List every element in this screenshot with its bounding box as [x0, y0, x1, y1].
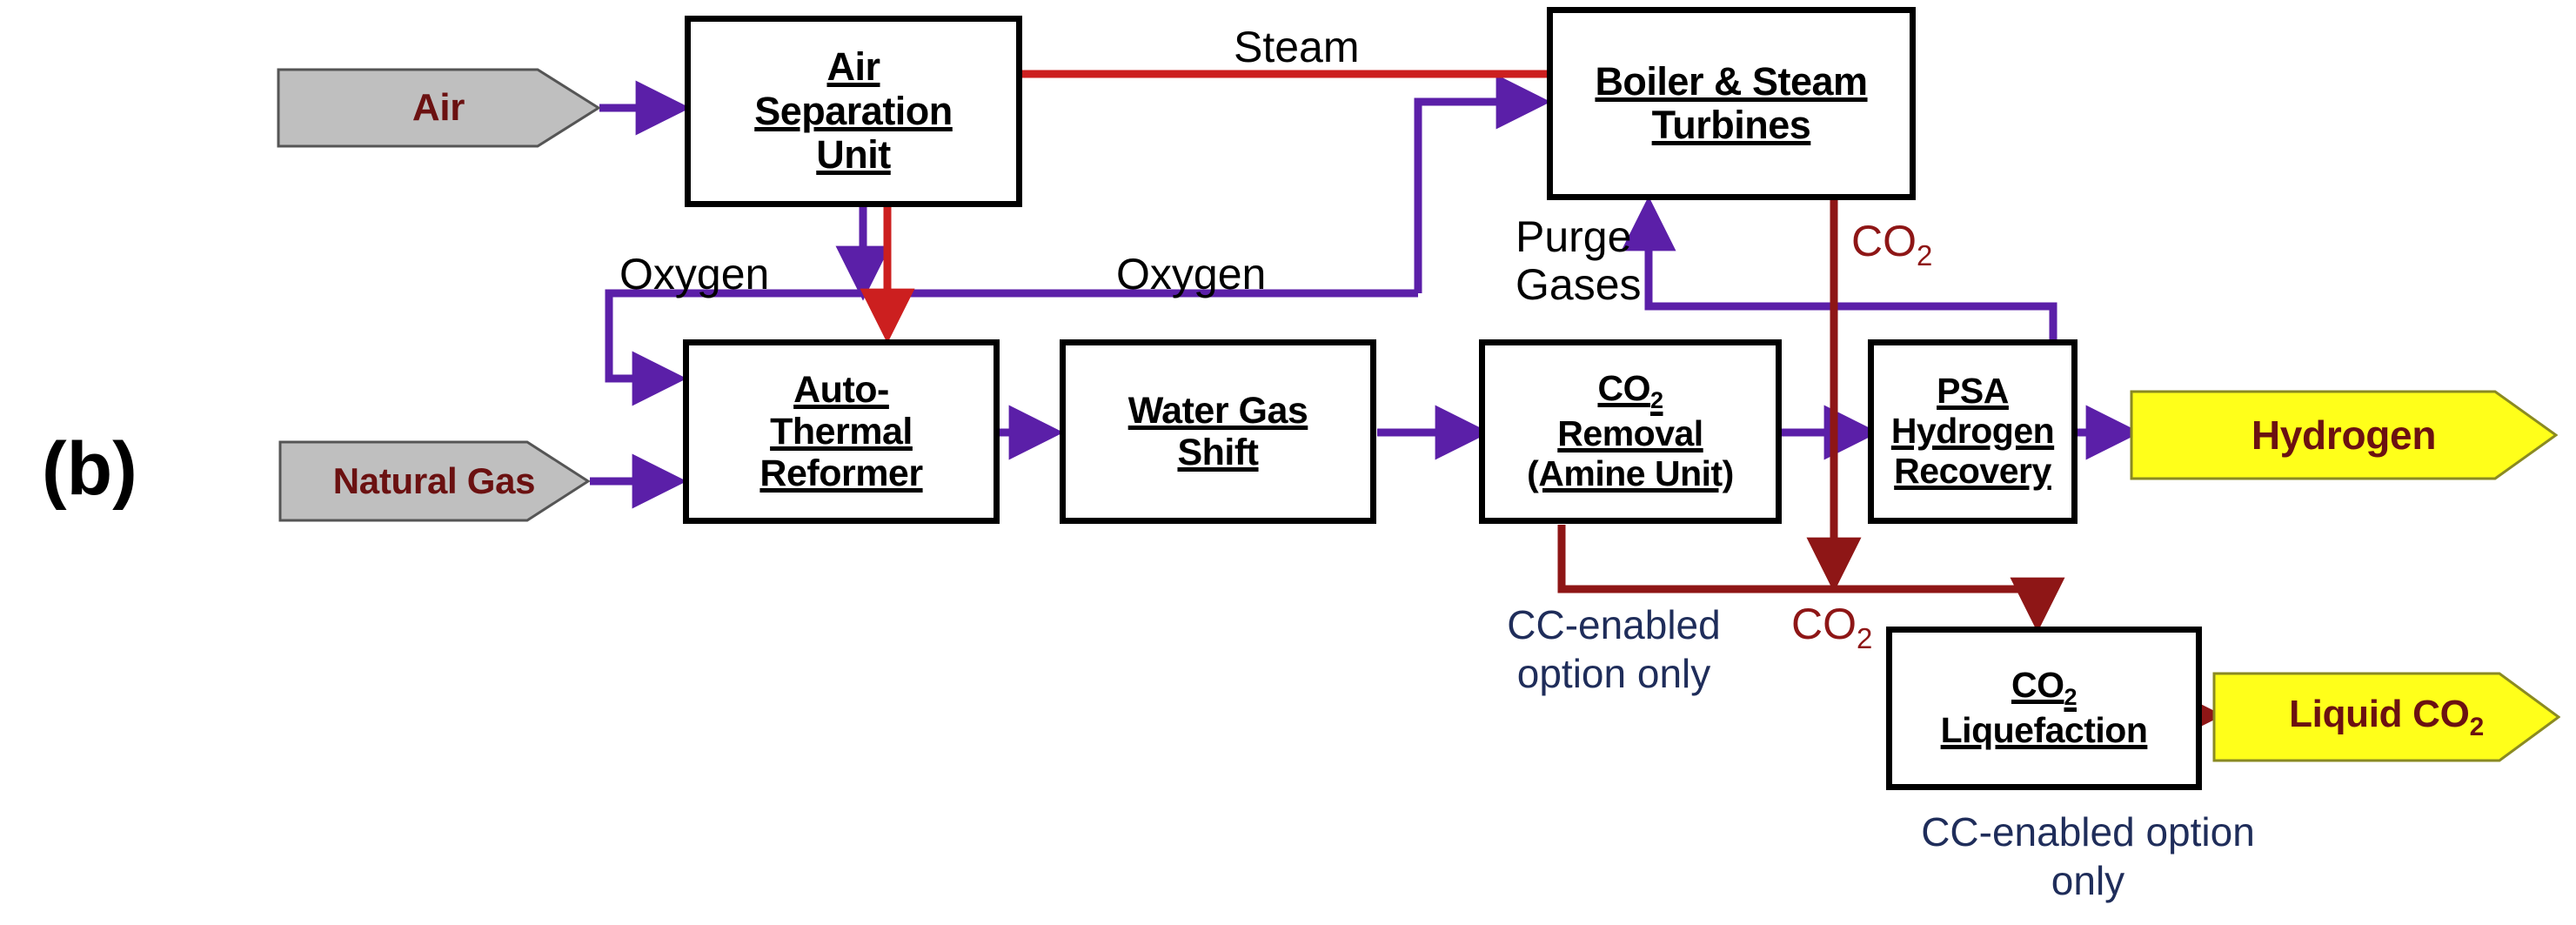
natural-gas-feed-label: Natural Gas	[332, 460, 536, 501]
psa-line-3: Recovery	[1894, 450, 2051, 491]
asu-line-3: Unit	[816, 132, 891, 178]
psa-line-2: Hydrogen	[1890, 411, 2055, 452]
stream-label-co2-boiler: CO2	[1851, 218, 1932, 271]
stream-label-steam: Steam	[1234, 23, 1360, 71]
pentagon-shape	[277, 68, 600, 148]
stream-label-co2-junction: CO2	[1791, 600, 1872, 654]
amine-label: CO2 Removal (Amine Unit)	[1527, 368, 1734, 493]
natural-gas-feed-pentagon: Natural Gas	[278, 440, 590, 522]
purge-line-1: Purge	[1515, 212, 1632, 261]
liquid-co2-product-label: Liquid CO2	[2289, 693, 2484, 742]
boiler-label: Boiler & Steam Turbines	[1595, 58, 1868, 148]
wgs-line-2: Shift	[1177, 432, 1259, 473]
note-cc-enabled-amine: CC-enabled option only	[1470, 600, 1757, 698]
psa-line-1: PSA	[1937, 371, 2009, 412]
note-liq-line-2: only	[2051, 858, 2125, 904]
liq-co2-subscript: 2	[2064, 684, 2078, 711]
stream-label-oxygen-left: Oxygen	[619, 250, 770, 298]
boiler-line-2: Turbines	[1651, 103, 1811, 147]
co2-junction-text: CO	[1791, 600, 1857, 648]
co2-boiler-subscript: 2	[1917, 239, 1933, 271]
atr-line-1: Auto-	[793, 368, 889, 411]
liquefaction-label: CO2 Liquefaction	[1940, 665, 2148, 750]
wgs-line-1: Water Gas	[1127, 389, 1308, 432]
asu-line-1: Air	[826, 44, 880, 90]
atr-line-2: Thermal	[770, 410, 913, 452]
purge-line-2: Gases	[1515, 260, 1642, 309]
hydrogen-product-label: Hydrogen	[2251, 412, 2437, 458]
amine-co2-subscript: 2	[1649, 387, 1663, 414]
liquid-co2-subscript: 2	[2469, 712, 2485, 741]
stream-label-oxygen-right: Oxygen	[1116, 250, 1267, 298]
co2-boiler-text: CO	[1851, 217, 1917, 265]
stream-label-purge-gases: Purge Gases	[1515, 213, 1642, 309]
liq-co2-text: CO	[2011, 665, 2064, 706]
boiler-line-1: Boiler & Steam	[1595, 58, 1868, 104]
node-air-separation-unit[interactable]: Air Separation Unit	[685, 16, 1022, 207]
node-co2-liquefaction[interactable]: CO2 Liquefaction	[1886, 627, 2202, 790]
panel-letter: (b)	[42, 427, 137, 511]
note-liq-line-1: CC-enabled option	[1921, 809, 2255, 855]
liquid-co2-product-pentagon: Liquid CO2	[2212, 672, 2560, 762]
co2-junction-subscript: 2	[1857, 622, 1873, 654]
psa-label: PSA Hydrogen Recovery	[1890, 371, 2055, 492]
node-boiler-steam-turbines[interactable]: Boiler & Steam Turbines	[1547, 7, 1916, 200]
atr-label: Auto- Thermal Reformer	[759, 368, 923, 495]
pentagon-shape	[278, 440, 590, 522]
amine-co2-text: CO	[1597, 368, 1650, 409]
amine-line-3: (Amine Unit)	[1527, 452, 1734, 493]
node-co2-removal-amine-unit[interactable]: CO2 Removal (Amine Unit)	[1479, 339, 1782, 524]
note-amine-line-1: CC-enabled	[1507, 602, 1721, 647]
note-amine-line-2: option only	[1516, 651, 1711, 697]
node-water-gas-shift[interactable]: Water Gas Shift	[1060, 339, 1376, 524]
pentagon-shape	[2212, 672, 2560, 762]
air-feed-label: Air	[411, 86, 465, 129]
liquefaction-line-2: Liquefaction	[1940, 709, 2148, 750]
node-psa-hydrogen-recovery[interactable]: PSA Hydrogen Recovery	[1868, 339, 2078, 524]
amine-line-2: Removal	[1557, 412, 1703, 453]
amine-line-1: CO2	[1527, 368, 1734, 414]
liquefaction-line-1: CO2	[1941, 665, 2148, 711]
liquid-co2-text: Liquid CO	[2289, 692, 2470, 735]
air-feed-pentagon: Air	[277, 68, 600, 148]
note-cc-enabled-liquefaction: CC-enabled option only	[1810, 808, 2366, 905]
asu-label: Air Separation Unit	[754, 44, 953, 178]
node-auto-thermal-reformer[interactable]: Auto- Thermal Reformer	[683, 339, 1000, 524]
atr-line-3: Reformer	[759, 452, 923, 495]
wgs-label: Water Gas Shift	[1128, 390, 1308, 473]
asu-line-2: Separation	[754, 88, 953, 133]
pentagon-shape	[2130, 390, 2558, 480]
hydrogen-product-pentagon: Hydrogen	[2130, 390, 2558, 480]
